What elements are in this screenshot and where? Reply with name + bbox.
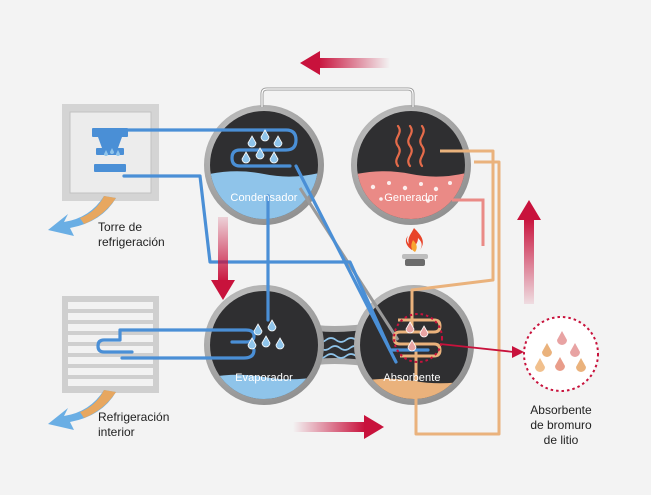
vapour-tube-highlight [261,88,414,107]
solution-pipes [410,149,501,436]
cooling-tower-label-line-1: Torre de [98,220,143,234]
condenser-label: Condensador [230,192,298,204]
flow-arrows [211,51,541,439]
flow-arrow-left-down [211,217,235,300]
flow-arrow-bottom-right [293,415,384,439]
cooling-tower-spray-icon [92,128,128,172]
indoor-cooling-label-line-1: Refrigeración [98,410,170,424]
generator-label: Generador [384,192,438,204]
indoor-cooling-unit [62,296,159,393]
cooling-tower-label-line-2: refrigeración [98,235,165,249]
absorbent-label: Absorbente de bromuro de litio [511,403,611,448]
solution-return-pipe [452,198,485,246]
evaporator-label: Evaporador [235,372,293,384]
absorber-coil [392,313,443,363]
condenser-droplets [241,129,283,164]
flow-arrow-top-left [300,51,390,75]
evaporator-droplets [247,319,285,350]
absorbent-label-line-1: Absorbente [530,403,592,417]
heat-waves-icon [395,124,425,168]
burner-flame-icon [402,228,428,266]
cooling-tower-label: Torre de refrigeración [98,220,165,250]
evaporator-tank [204,285,324,405]
flow-arrow-right-up [517,200,541,304]
generator-tank [351,105,471,225]
gray-transfer-pipe [298,187,400,341]
cooling-tower-airflow-warm [80,196,116,224]
absorbent-droplets [535,331,586,372]
absorbent-label-line-3: de litio [543,433,579,447]
absorber-label: Absorbente [383,372,441,384]
absorbent-callout [439,316,599,392]
indoor-cooling-label: Refrigeración interior [98,410,169,440]
indoor-cooling-label-line-2: interior [98,425,135,439]
vapour-tube [260,87,415,107]
absorbent-label-line-2: de bromuro [530,418,592,432]
indoor-airflow-warm [80,390,116,418]
